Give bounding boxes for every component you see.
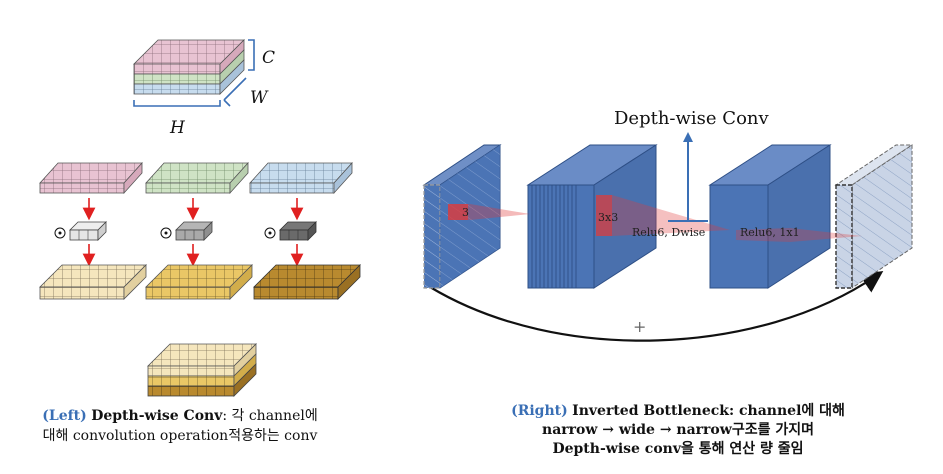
output-slice-3 [253, 264, 361, 300]
h-label: H [169, 118, 186, 138]
stacked-output-tensor [147, 343, 257, 397]
output-slice-2 [145, 264, 253, 300]
right-caption-line2: narrow → wide → narrow구조를 가지며 [542, 422, 814, 438]
w-label: W [250, 88, 269, 108]
right-caption: (Right) Inverted Bottleneck: channel에 대해… [478, 402, 878, 459]
left-caption-title: Depth-wise Conv [91, 408, 223, 424]
left-caption: (Left) Depth-wise Conv: 각 channel에 대해 co… [20, 406, 340, 446]
right-caption-line1: Inverted Bottleneck: channel에 대해 [572, 403, 845, 419]
output-slice-1 [39, 264, 147, 300]
kernel-mid [160, 221, 213, 241]
receptive-field-beams [448, 195, 862, 242]
kernel-dark [264, 221, 317, 241]
plus-sign: + [633, 317, 646, 336]
kernel-label-3: 3 [462, 206, 469, 219]
input-block [422, 144, 502, 289]
relu-1x1-label: Relu6, 1x1 [740, 226, 800, 239]
w-brace [223, 77, 247, 101]
left-caption-line2: 대해 convolution operation적용하는 conv [42, 428, 318, 444]
c-label: C [262, 48, 275, 68]
h-brace [133, 100, 221, 107]
output-block [834, 144, 914, 289]
expansion-block [526, 144, 658, 289]
input-tensor [133, 39, 245, 95]
right-caption-line3: Depth-wise conv을 통해 연산 량 줄임 [552, 441, 804, 457]
channel-slice-green [145, 161, 249, 195]
left-caption-tag: (Left) [42, 408, 87, 424]
left-caption-line1: : 각 channel에 [222, 408, 318, 424]
projection-block [708, 144, 832, 289]
kernel-light [54, 221, 107, 241]
kernel-label-3x3: 3x3 [598, 211, 618, 224]
channel-slice-blue [249, 161, 353, 195]
residual-arrow [429, 271, 884, 342]
c-brace [248, 39, 255, 71]
relu-dwise-label: Relu6, Dwise [632, 226, 705, 239]
depthwise-title: Depth-wise Conv [614, 108, 769, 129]
channel-slice-pink [39, 161, 143, 195]
right-caption-tag: (Right) [511, 403, 568, 419]
